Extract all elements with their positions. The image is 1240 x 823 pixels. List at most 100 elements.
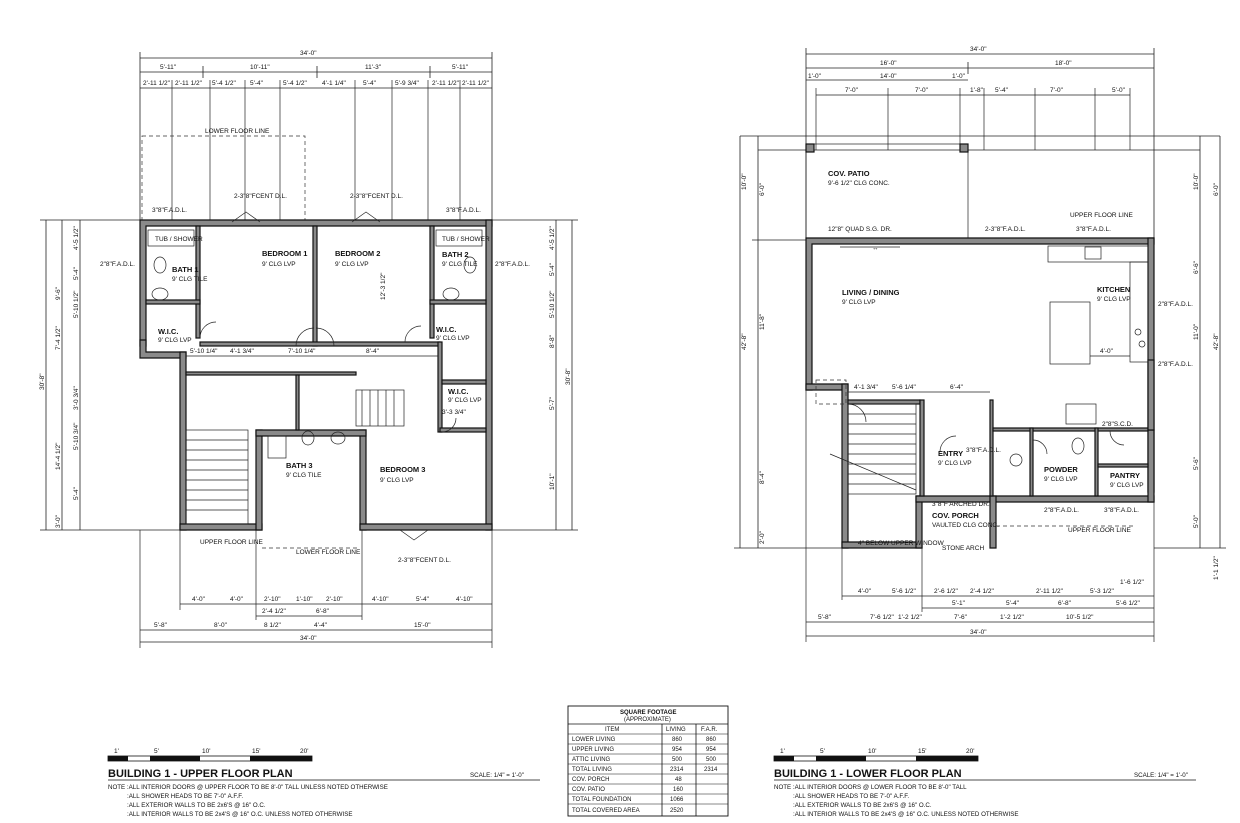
room-kitchen: KITCHEN — [1097, 285, 1130, 294]
upper-note-3: :ALL EXTERIOR WALLS TO BE 2x6'S @ 16" O.… — [127, 802, 266, 809]
upper-right-dim-4: 8'-8" — [549, 334, 556, 348]
upper-int-dim-2: 4'-1 3/4" — [230, 348, 254, 355]
lower-powder-fixtures — [1009, 437, 1085, 467]
upper-scale-bar: 1' 5' 10' 15' 20' — [107, 748, 313, 762]
room-bedroom-3-info: 9' CLG LVP — [380, 477, 414, 484]
sqft-row-2-far: 954 — [706, 747, 717, 753]
upper-left-dim-4: 7'-4 1/2" — [55, 326, 62, 350]
upper-bottom-dim-5: 2'-10" — [326, 596, 343, 603]
upper-interior-walls — [145, 225, 487, 433]
upper-bottom-dim-r2-1: 2'-4 1/2" — [262, 608, 286, 615]
upper-plan-title: BUILDING 1 - UPPER FLOOR PLAN — [108, 768, 293, 780]
upper-right-dim-5: 5'-7" — [549, 396, 556, 410]
lower-stairs — [829, 403, 917, 495]
lower-left-dim-5: 8'-4" — [759, 470, 766, 484]
upper-top-dim-1: 5'-11" — [160, 64, 177, 71]
scale-10ft: 10' — [202, 748, 210, 755]
sqft-row-4-item: TOTAL LIVING — [572, 767, 612, 773]
upper-callout-window-2: 3"8"F.A.D.L. — [446, 207, 481, 214]
sqft-subtitle: (APPROXIMATE) — [624, 717, 671, 723]
lower-bottom-dim-2: 5'-6 1/2" — [892, 588, 916, 595]
lower-callout-below-window: 4" BELOW UPPER WINDOW — [858, 540, 945, 547]
room-kitchen-info: 9' CLG LVP — [1097, 296, 1131, 303]
lower-top-dim-r3-1: 7'-0" — [845, 87, 859, 94]
sqft-row-3-far: 500 — [706, 757, 717, 763]
sqft-row-6-living: 160 — [673, 787, 684, 793]
upper-callout-window-4: 2"8"F.A.D.L. — [495, 261, 530, 268]
upper-left-dim-9: 14'-4 1/2" — [55, 442, 62, 470]
upper-floor-plan: 34'-0" 5'-11" 10'-11" 11'-3" 5'-11" 2'-1… — [39, 50, 578, 648]
lower-top-dim-r3-4: 5'-4" — [995, 87, 1009, 94]
scale-20ft: 20' — [300, 748, 308, 755]
upper-top-dim-r2-5: 5'-4 1/2" — [283, 80, 307, 87]
upper-right-dim-3: 5'-10 1/2" — [549, 290, 556, 318]
table-row: TOTAL LIVING 2314 2314 — [568, 767, 728, 775]
upper-top-dim-r2-8: 5'-9 3/4" — [395, 80, 419, 87]
lower-title-block: 1' 5' 10' 15' 20' BUILDING 1 - LOWER FLO… — [773, 748, 1196, 818]
room-living-dining: LIVING / DINING — [842, 288, 900, 297]
room-bedroom-2: BEDROOM 2 — [335, 249, 380, 258]
upper-left-dim-5: 9'-6" — [55, 286, 62, 300]
lower-top-dim-1: 16'-0" — [880, 60, 897, 67]
upper-callout-lower-floor-line: LOWER FLOOR LINE — [205, 128, 270, 135]
lower-top-dim-r3-2: 7'-0" — [915, 87, 929, 94]
lower-top-dim-r3-3: 1'-8" — [970, 87, 984, 94]
upper-top-dim-r2-3: 5'-4 1/2" — [212, 80, 236, 87]
upper-note-2: :ALL SHOWER HEADS TO BE 7'-0" A.F.F. — [127, 793, 243, 800]
lower-top-dim-r2-3: 1'-0" — [952, 73, 966, 80]
upper-bottom-dim-6: 4'-10" — [372, 596, 389, 603]
sqft-row-2-item: UPPER LIVING — [572, 747, 614, 753]
sqft-header-living: LIVING — [666, 727, 686, 733]
upper-top-dim-r2-6: 4'-1 1/4" — [322, 80, 346, 87]
upper-callout-tub-2: TUB / SHOWER — [442, 236, 490, 243]
room-cov-patio: COV. PATIO — [828, 169, 870, 178]
lower-note-4: :ALL INTERIOR WALLS TO BE 2x4'S @ 16" O.… — [793, 811, 1018, 818]
table-row: UPPER LIVING 954 954 — [568, 747, 728, 755]
upper-top-dim-2: 10'-11" — [250, 64, 270, 71]
room-wic-1-info: 9' CLG LVP — [158, 337, 192, 344]
lower-callouts: 12"8" QUAD S.G. DR. 2-3"8"F.A.D.L. 3"8"F… — [815, 212, 1193, 552]
upper-bottom-dim-r3-4: 4'-4" — [314, 622, 328, 629]
lavatory-3 — [330, 431, 346, 445]
lower-callout-window-2: 3"8"F.A.D.L. — [1076, 226, 1111, 233]
lower-overall-height: 42'-8" — [741, 333, 748, 350]
table-row: ATTIC LIVING 500 500 — [568, 757, 728, 765]
lower-callout-scd: 2"8"S.C.D. — [1102, 421, 1133, 428]
upper-bottom-dim-4: 1'-10" — [296, 596, 313, 603]
upper-left-dim-8: 5'-4" — [73, 486, 80, 500]
room-living-dining-info: 9' CLG LVP — [842, 299, 876, 306]
lower-interior-dims: 4'-1 3/4" 5'-6 1/4" 6'-4" 4'-0" — [848, 348, 1130, 393]
shower-3 — [267, 435, 287, 459]
lower-scale-15ft: 15' — [918, 748, 926, 755]
lower-interior-walls — [847, 359, 1155, 497]
upper-left-dim-7: 5'-10 3/4" — [73, 422, 80, 450]
upper-bottom-dim-2: 4'-0" — [230, 596, 244, 603]
upper-room-labels: BEDROOM 1 9' CLG LVP BEDROOM 2 9' CLG LV… — [158, 249, 482, 484]
upper-top-dim-r2-4: 5'-4" — [250, 80, 264, 87]
lower-left-dim-1: 10'-0" — [741, 173, 748, 190]
lower-callout-window-6: 3"8"F.A.D.L. — [1104, 507, 1139, 514]
lower-bottom-dimensions: 4'-0" 5'-6 1/2" 2'-6 1/2" 2'-4 1/2" 2'-1… — [805, 390, 1155, 642]
sqft-row-1-far: 860 — [706, 737, 717, 743]
sqft-row-8-item: TOTAL COVERED AREA — [572, 808, 640, 814]
lower-bottom-dim-r2-2: 5'-4" — [1006, 600, 1020, 607]
upper-bottom-overall-width: 34'-0" — [300, 635, 317, 642]
sqft-row-5-item: COV. PORCH — [572, 777, 609, 783]
upper-bottom-dim-r3-3: 8 1/2" — [264, 622, 281, 629]
lower-scale-20ft: 20' — [966, 748, 974, 755]
lower-left-dimensions: 10'-0" 6'-0" 42'-8" 11'-8" 8'-4" 2'-0" — [734, 136, 842, 549]
room-bedroom-1: BEDROOM 1 — [262, 249, 307, 258]
upper-doors — [199, 211, 457, 541]
upper-top-dimensions: 34'-0" 5'-11" 10'-11" 11'-3" 5'-11" 2'-1… — [139, 50, 493, 222]
upper-bottom-dim-r3-2: 8'-0" — [214, 622, 228, 629]
lower-note-1: NOTE :ALL INTERIOR DOORS @ LOWER FLOOR T… — [774, 784, 967, 791]
room-wic-2: W.I.C. — [436, 325, 456, 334]
sqft-row-7-item: TOTAL FOUNDATION — [572, 797, 631, 803]
lower-bottom-dim-r3-4: 7'-6" — [954, 614, 968, 621]
lower-callout-window-5: 2"8"F.A.D.L. — [1044, 507, 1079, 514]
sqft-header-item: ITEM — [605, 727, 619, 733]
toilet-1 — [153, 256, 167, 274]
room-powder: POWDER — [1044, 465, 1078, 474]
upper-callout-door-bed1: 2-3"8"FCENT D.L. — [234, 193, 287, 200]
room-entry-info: 9' CLG LVP — [938, 460, 972, 467]
